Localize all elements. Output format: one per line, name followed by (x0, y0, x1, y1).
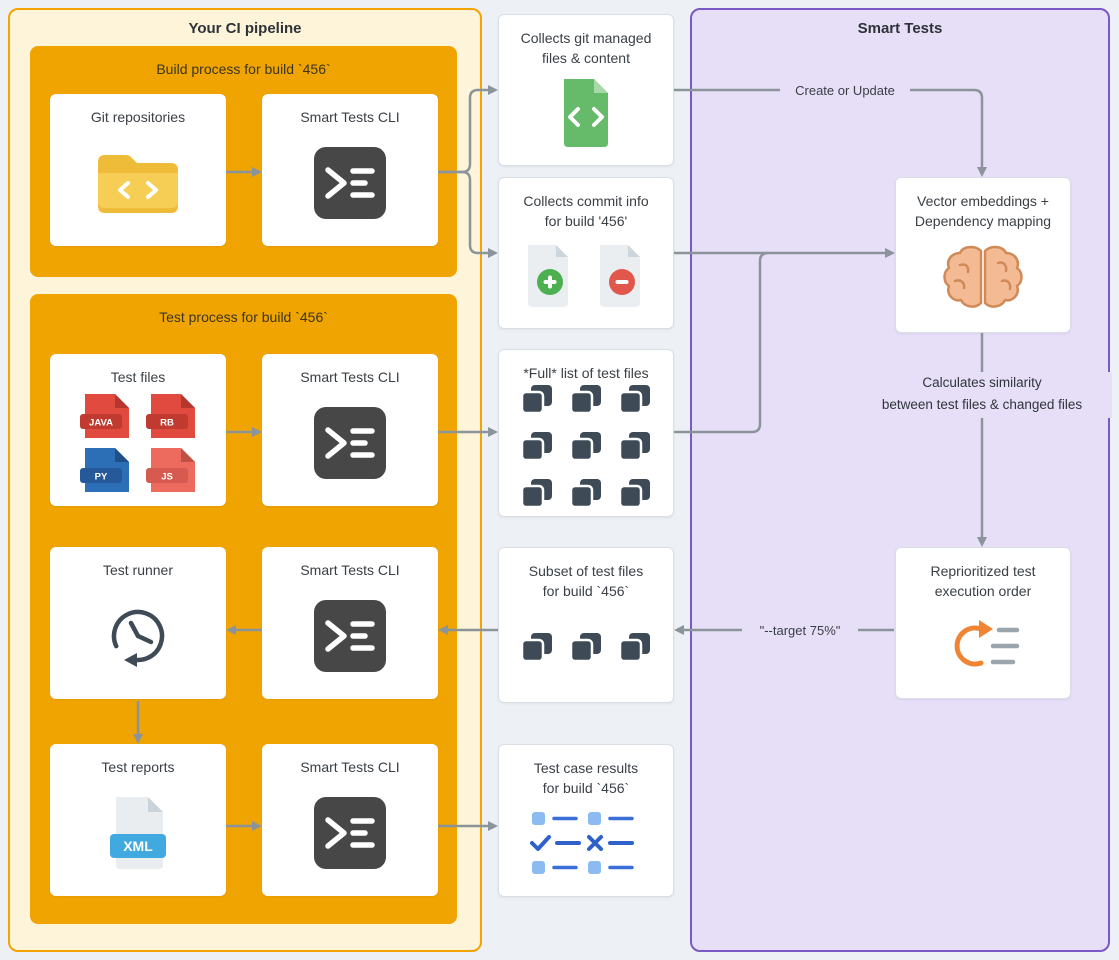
collects-git-files-label: Collects git managed files & content (520, 30, 652, 67)
terminal-icon (262, 777, 438, 896)
reprioritized-order-label: Reprioritized test execution order (930, 563, 1036, 600)
checklist-icon (499, 799, 673, 896)
test-files-label: Test files (110, 369, 166, 385)
ci-pipeline-title: Your CI pipeline (188, 20, 302, 37)
svg-text:JS: JS (161, 471, 173, 482)
test-case-results-label: Test case results for build `456` (533, 760, 639, 797)
target-75-label: "--target 75%" (742, 620, 858, 640)
svg-text:RB: RB (160, 417, 174, 428)
svg-text:JAVA: JAVA (89, 417, 113, 428)
subset-test-files-label: Subset of test files for build `456` (528, 563, 644, 600)
terminal-icon (262, 387, 438, 506)
vector-embeddings-card: Vector embeddings + Dependency mapping (895, 177, 1071, 333)
smart-tests-cli-label: Smart Tests CLI (300, 369, 400, 385)
svg-text:XML: XML (123, 838, 153, 854)
brain-icon (896, 232, 1070, 332)
xml-file-icon: XML (50, 777, 226, 896)
rb-file-icon: RB (146, 393, 195, 438)
full-list-test-files-card: *Full* list of test files (498, 349, 674, 517)
terminal-icon (262, 127, 438, 246)
file-badges-grid-icon: JAVA RB PY JS (50, 387, 226, 506)
collects-commit-info-card: Collects commit info for build '456' (498, 177, 674, 329)
vector-embeddings-label: Vector embeddings + Dependency mapping (914, 193, 1052, 230)
smart-tests-cli-card-build: Smart Tests CLI (262, 94, 438, 246)
collects-commit-info-label: Collects commit info for build '456' (523, 193, 649, 230)
smart-tests-cli-card-test3: Smart Tests CLI (262, 744, 438, 896)
java-file-icon: JAVA (80, 393, 129, 438)
smart-tests-panel (690, 8, 1110, 952)
smart-tests-cli-label: Smart Tests CLI (300, 109, 400, 125)
file-stacks-row-icon (499, 602, 673, 702)
test-files-card: Test files JAVA RB (50, 354, 226, 506)
subset-test-files-card: Subset of test files for build `456` (498, 547, 674, 703)
smart-tests-cli-label: Smart Tests CLI (300, 562, 400, 578)
history-clock-icon (50, 580, 226, 699)
terminal-icon (262, 580, 438, 699)
collects-git-files-card: Collects git managed files & content (498, 14, 674, 166)
svg-text:PY: PY (95, 471, 108, 482)
test-case-results-card: Test case results for build `456` (498, 744, 674, 897)
smart-tests-cli-card-test1: Smart Tests CLI (262, 354, 438, 506)
reorder-refresh-icon (896, 602, 1070, 698)
full-list-test-files-label: *Full* list of test files (523, 365, 649, 381)
test-reports-card: Test reports XML (50, 744, 226, 896)
folder-code-icon (50, 127, 226, 246)
file-stacks-grid-icon (499, 383, 673, 516)
reprioritized-order-card: Reprioritized test execution order (895, 547, 1071, 699)
smart-tests-title: Smart Tests (857, 20, 943, 37)
code-file-icon (499, 69, 673, 165)
test-reports-label: Test reports (101, 759, 175, 775)
py-file-icon: PY (80, 447, 129, 492)
test-runner-label: Test runner (102, 562, 174, 578)
build-process-title: Build process for build `456` (156, 61, 331, 77)
create-or-update-label: Create or Update (780, 80, 910, 100)
smart-tests-cli-card-test2: Smart Tests CLI (262, 547, 438, 699)
similarity-note: Calculates similarity between test files… (852, 372, 1112, 418)
test-process-title: Test process for build `456` (159, 309, 328, 325)
git-repositories-card: Git repositories (50, 94, 226, 246)
git-repositories-label: Git repositories (90, 109, 186, 125)
smart-tests-cli-label: Smart Tests CLI (300, 759, 400, 775)
js-file-icon: JS (146, 447, 195, 492)
test-runner-card: Test runner (50, 547, 226, 699)
diff-files-icon (499, 232, 673, 328)
